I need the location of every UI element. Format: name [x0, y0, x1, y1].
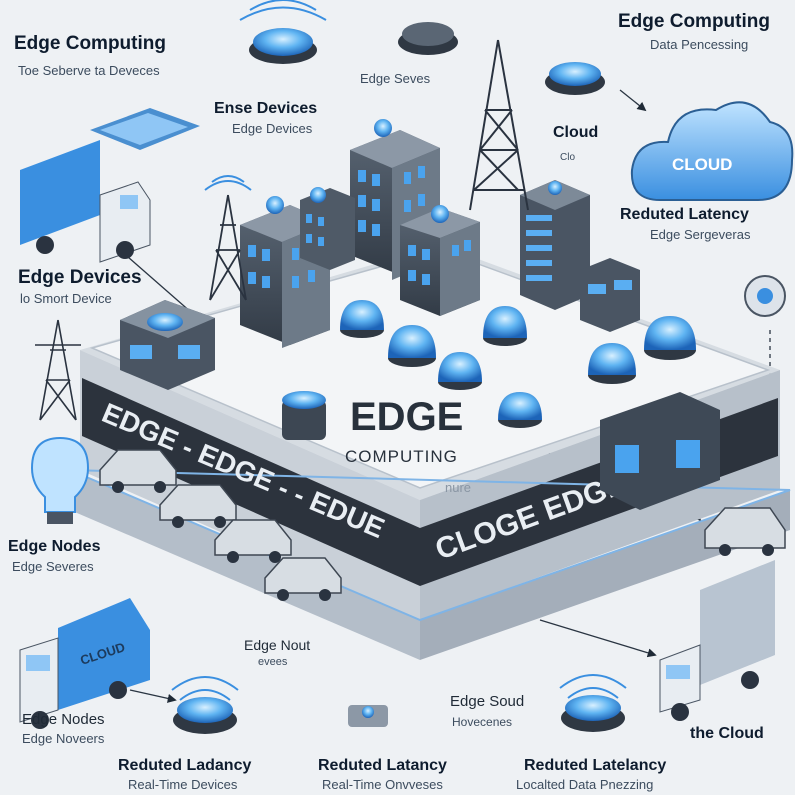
label-edge-computing-top-left: Edge Computing: [14, 33, 166, 54]
server-icon: [120, 300, 215, 390]
label-edge-nodes-bottom-sub: Edge Noveers: [22, 731, 105, 746]
platform-title: EDGE: [350, 395, 463, 439]
connector-line: [619, 89, 647, 112]
tower-icon: [35, 319, 81, 421]
label-edge-devices-left-sub: lo Smort Device: [20, 291, 112, 306]
car-icon: [159, 484, 237, 528]
truck-icon: [20, 140, 151, 263]
node-icon: [398, 22, 458, 55]
bulb-icon: [30, 436, 90, 524]
car-icon: [99, 449, 177, 493]
label-cloud-small: Clo: [560, 152, 576, 163]
wifi-icon: [171, 0, 627, 701]
node-icon: [644, 316, 696, 360]
node-icon: [388, 325, 436, 367]
label-edge-nout: Edge Nout: [244, 637, 311, 653]
node-icon: [438, 352, 482, 390]
label-reduted-ladancy-sub: Real-Time Devices: [128, 777, 238, 792]
server-icon: [600, 392, 720, 510]
label-edge-nodes-bottom: Edge Nodes: [22, 711, 105, 728]
platform-faint-text: nure: [445, 480, 471, 495]
label-edge-sound: Edge Soud: [450, 693, 525, 710]
label-reduted-latelancy-sub: Localted Data Pnezzing: [516, 777, 654, 792]
cloud-icon: [630, 101, 794, 201]
car-icon: [214, 519, 292, 563]
label-edge-nout-sub: evees: [258, 656, 288, 668]
label-the-cloud: the Cloud: [690, 725, 764, 742]
label-edge-seves: Edge Seves: [360, 71, 431, 86]
label-reduted-ladancy: Reduted Ladancy: [118, 757, 252, 774]
label-cloud: Cloud: [553, 124, 599, 141]
tower-icon: [209, 194, 247, 301]
label-reduted-latancy-sub: Real-Time Onvveses: [322, 777, 443, 792]
car-icon: [264, 557, 342, 601]
server-icon: [90, 108, 200, 150]
server-icon: [520, 180, 590, 310]
label-ense-devices-sub: Edge Devices: [232, 121, 313, 136]
label-reduted-latency-right-sub: Edge Sergeveras: [650, 227, 751, 242]
building-icon: [400, 205, 480, 316]
platform-subtitle: COMPUTING: [345, 447, 458, 466]
car-icon: [704, 507, 786, 556]
node-icon: [340, 300, 384, 338]
label-edge-computing-top-right: Edge Computing: [618, 11, 770, 32]
connector-line: [129, 689, 177, 703]
node-icon: [744, 275, 786, 317]
node-icon: [348, 705, 388, 727]
label-reduted-latency-right: Reduted Latency: [620, 206, 749, 223]
connector-line: [539, 619, 657, 658]
tower-icon: [469, 39, 529, 211]
node-icon: [545, 62, 605, 95]
server-icon: [580, 258, 640, 332]
node-icon: [483, 306, 527, 346]
node-icon: [588, 343, 636, 384]
label-edge-computing-top-right-sub: Data Pencessing: [650, 37, 749, 52]
label-reduted-latancy: Reduted Latancy: [318, 757, 447, 774]
label-reduted-latelancy: Reduted Latelancy: [524, 757, 667, 774]
node-icon: [561, 695, 625, 732]
node-icon: [173, 697, 237, 734]
label-ense-devices: Ense Devices: [214, 100, 318, 117]
label-edge-sound-sub: Hovecenes: [452, 715, 513, 729]
node-icon: [282, 391, 326, 440]
node-icon: [498, 392, 542, 428]
truck-icon: [659, 560, 775, 721]
label-edge-devices-left: Edge Devices: [18, 267, 142, 288]
truck-icon: [19, 598, 150, 729]
label-edge-nodes-mid-sub: Edge Severes: [12, 559, 94, 574]
building-icon: [300, 187, 355, 270]
label-edge-computing-top-left-sub: Toe Seberve ta Deveces: [18, 63, 160, 78]
node-icon: [249, 28, 317, 64]
label-edge-nodes-mid: Edge Nodes: [8, 538, 101, 555]
cloud-text: CLOUD: [672, 155, 732, 174]
